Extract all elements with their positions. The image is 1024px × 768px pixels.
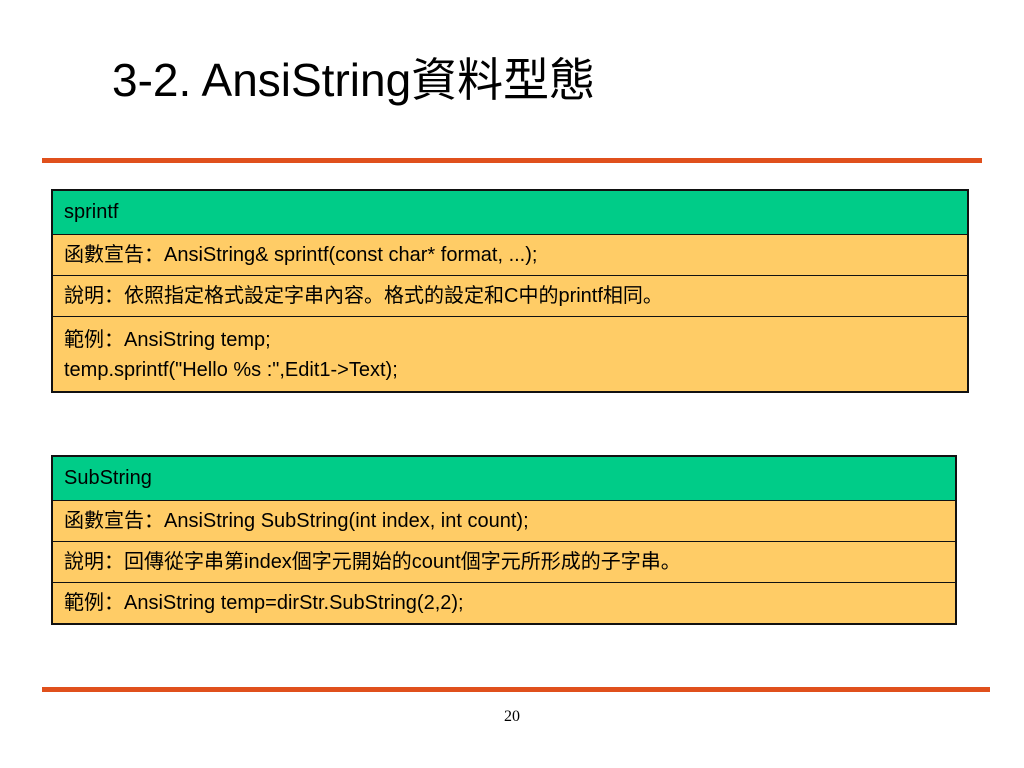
sprintf-table-header: sprintf: [53, 191, 967, 234]
top-divider: [42, 158, 982, 163]
substring-declaration: 函數宣告：AnsiString SubString(int index, int…: [53, 500, 955, 541]
substring-table: SubString 函數宣告：AnsiString SubString(int …: [51, 455, 957, 625]
slide-title: 3-2. AnsiString資料型態: [112, 54, 596, 106]
page-number: 20: [504, 708, 520, 725]
sprintf-example: 範例：AnsiString temp; temp.sprintf("Hello …: [53, 316, 967, 391]
sprintf-example-line-2: temp.sprintf("Hello %s :",Edit1->Text);: [64, 359, 398, 381]
substring-description: 說明：回傳從字串第index個字元開始的count個字元所形成的子字串。: [53, 541, 955, 582]
sprintf-description: 說明：依照指定格式設定字串內容。格式的設定和C中的printf相同。: [53, 275, 967, 316]
bottom-divider: [42, 687, 990, 692]
substring-example: 範例：AnsiString temp=dirStr.SubString(2,2)…: [53, 582, 955, 623]
sprintf-table: sprintf 函數宣告：AnsiString& sprintf(const c…: [51, 189, 969, 393]
sprintf-example-line-1: 範例：AnsiString temp;: [64, 329, 271, 351]
sprintf-declaration: 函數宣告：AnsiString& sprintf(const char* for…: [53, 234, 967, 275]
substring-table-header: SubString: [53, 457, 955, 500]
